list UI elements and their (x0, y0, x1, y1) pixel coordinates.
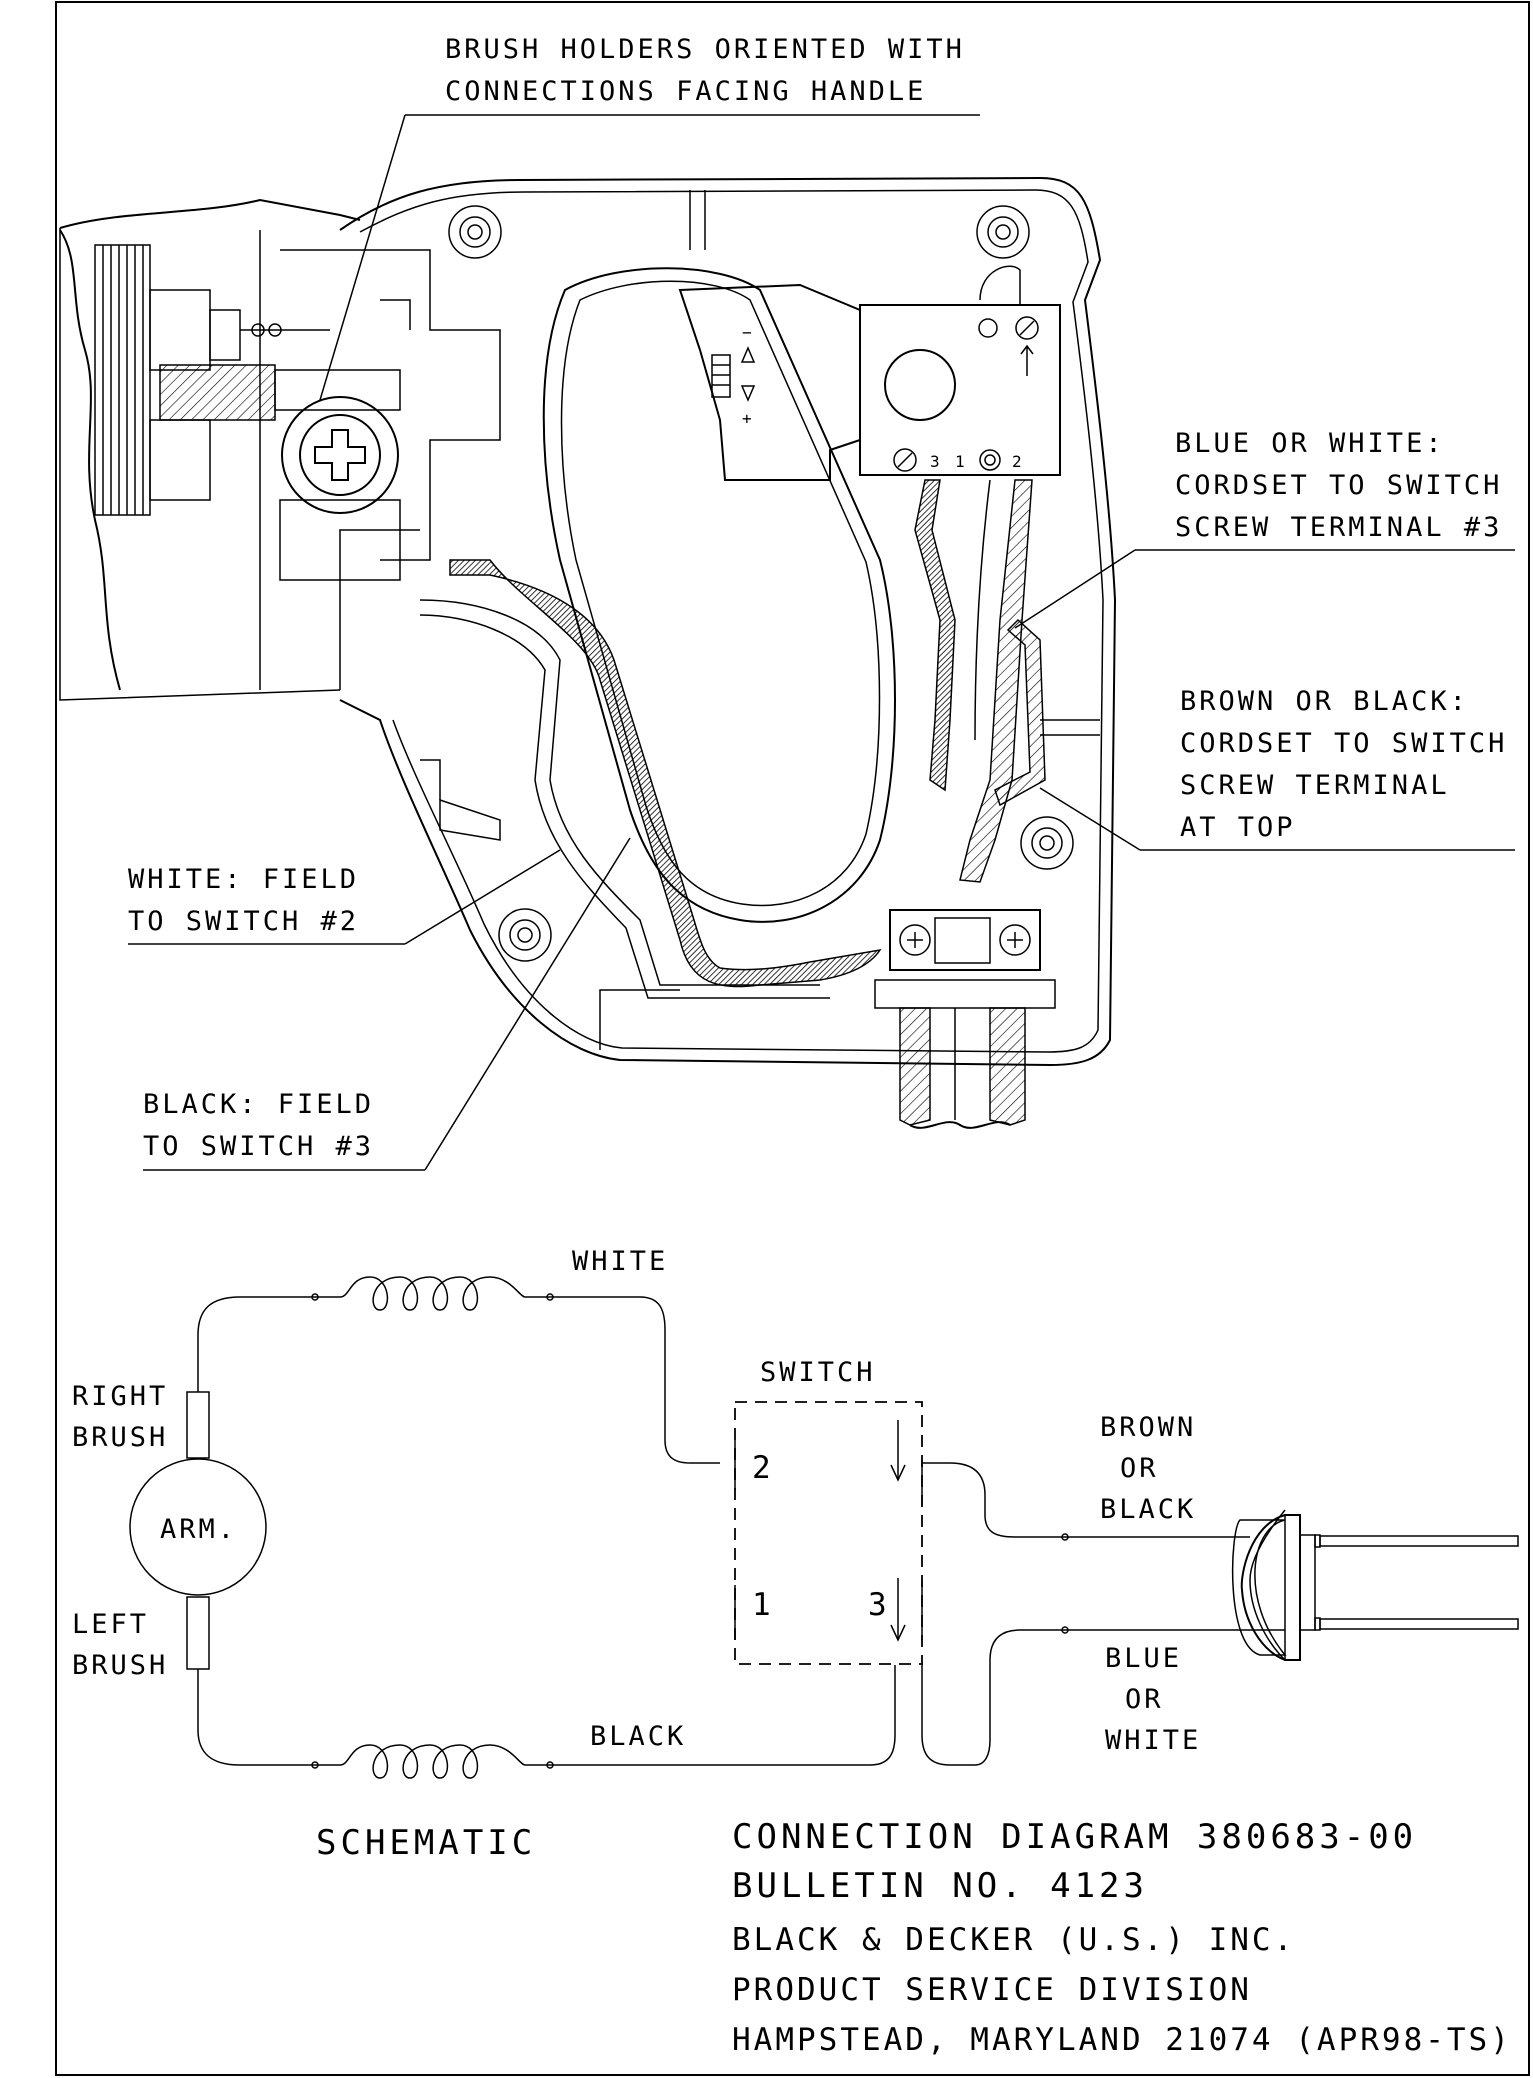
division-name: PRODUCT SERVICE DIVISION (732, 1972, 1252, 2008)
schematic-black-label: BLACK (590, 1721, 686, 1752)
armature-stack (94, 244, 330, 516)
svg-text:BROWN: BROWN (1100, 1412, 1196, 1443)
white-field-wire (419, 599, 820, 986)
svg-text:2: 2 (752, 1450, 774, 1486)
switch-minus: − (742, 323, 752, 342)
callout-white-field: WHITE: FIELD TO SWITCH #2 (128, 849, 561, 945)
company-name: BLACK & DECKER (U.S.) INC. (732, 1922, 1295, 1958)
svg-text:BLUE OR WHITE:: BLUE OR WHITE: (1175, 428, 1445, 459)
svg-text:CORDSET TO SWITCH: CORDSET TO SWITCH (1175, 470, 1502, 501)
svg-text:TO SWITCH #3: TO SWITCH #3 (143, 1131, 374, 1162)
callout-brush-holders: BRUSH HOLDERS ORIENTED WITH CONNECTIONS … (319, 34, 980, 401)
svg-text:BRUSH: BRUSH (72, 1650, 168, 1681)
svg-text:LEFT: LEFT (72, 1609, 149, 1640)
cordset-wire-brown (914, 479, 956, 792)
svg-text:CORDSET TO SWITCH: CORDSET TO SWITCH (1180, 728, 1507, 759)
svg-text:AT TOP: AT TOP (1180, 812, 1296, 843)
callout-blue-white: BLUE OR WHITE: CORDSET TO SWITCH SCREW T… (1014, 428, 1515, 629)
svg-text:WHITE: FIELD: WHITE: FIELD (128, 864, 359, 895)
cordset-wire-blue (959, 479, 1033, 883)
tool-drawing: − + 3 1 2 (59, 176, 1117, 1129)
svg-text:BLACK: FIELD: BLACK: FIELD (143, 1089, 374, 1120)
schematic-white-label: WHITE (572, 1246, 668, 1277)
svg-text:BLACK: BLACK (1100, 1494, 1196, 1525)
svg-text:BRUSH: BRUSH (72, 1422, 168, 1453)
brush-holder (274, 369, 401, 581)
switch-body: − + 3 1 2 (678, 265, 1061, 481)
bulletin-number: BULLETIN NO. 4123 (732, 1866, 1148, 1906)
svg-text:SCREW TERMINAL: SCREW TERMINAL (1180, 770, 1450, 801)
switch-plus: + (742, 409, 752, 428)
black-field-wire (449, 559, 882, 988)
white-field-coil (315, 1276, 550, 1311)
plug-icon (1231, 1519, 1287, 1656)
svg-text:3: 3 (868, 1587, 890, 1623)
schematic: WHITE ARM. RIGHT BRUSH LEFT BRUSH BLACK … (72, 1246, 1519, 1863)
title-block: CONNECTION DIAGRAM 380683-00 BULLETIN NO… (732, 1817, 1512, 2058)
svg-text:CONNECTIONS FACING HANDLE: CONNECTIONS FACING HANDLE (445, 76, 926, 107)
black-field-coil (315, 1744, 550, 1779)
svg-text:RIGHT: RIGHT (72, 1381, 168, 1412)
switch-terminal-2: 2 (1012, 452, 1022, 471)
diagram-number: CONNECTION DIAGRAM 380683-00 (732, 1817, 1417, 1857)
callout-black-field: BLACK: FIELD TO SWITCH #3 (143, 837, 631, 1171)
svg-text:TO SWITCH #2: TO SWITCH #2 (128, 906, 359, 937)
address-date: HAMPSTEAD, MARYLAND 21074 (APR98-TS) (732, 2022, 1512, 2058)
page-border (55, 1, 1530, 2076)
svg-text:BROWN OR BLACK:: BROWN OR BLACK: (1180, 686, 1469, 717)
arm-label: ARM. (160, 1514, 237, 1545)
svg-text:OR: OR (1125, 1684, 1164, 1715)
svg-text:WHITE: WHITE (1105, 1725, 1201, 1756)
switch-terminal-3: 3 (930, 452, 940, 471)
cord-strain-relief (874, 909, 1056, 1129)
svg-text:OR: OR (1120, 1453, 1159, 1484)
svg-text:BRUSH HOLDERS ORIENTED WITH: BRUSH HOLDERS ORIENTED WITH (445, 34, 965, 65)
screw-bosses (448, 205, 1074, 962)
schematic-title: SCHEMATIC (316, 1823, 536, 1863)
switch-label: SWITCH (760, 1357, 876, 1388)
svg-text:SCREW TERMINAL #3: SCREW TERMINAL #3 (1175, 512, 1502, 543)
svg-text:BLUE: BLUE (1105, 1643, 1182, 1674)
callout-brown-black: BROWN OR BLACK: CORDSET TO SWITCH SCREW … (1039, 686, 1515, 851)
switch-terminal-1: 1 (955, 452, 965, 471)
svg-text:1: 1 (752, 1587, 774, 1623)
